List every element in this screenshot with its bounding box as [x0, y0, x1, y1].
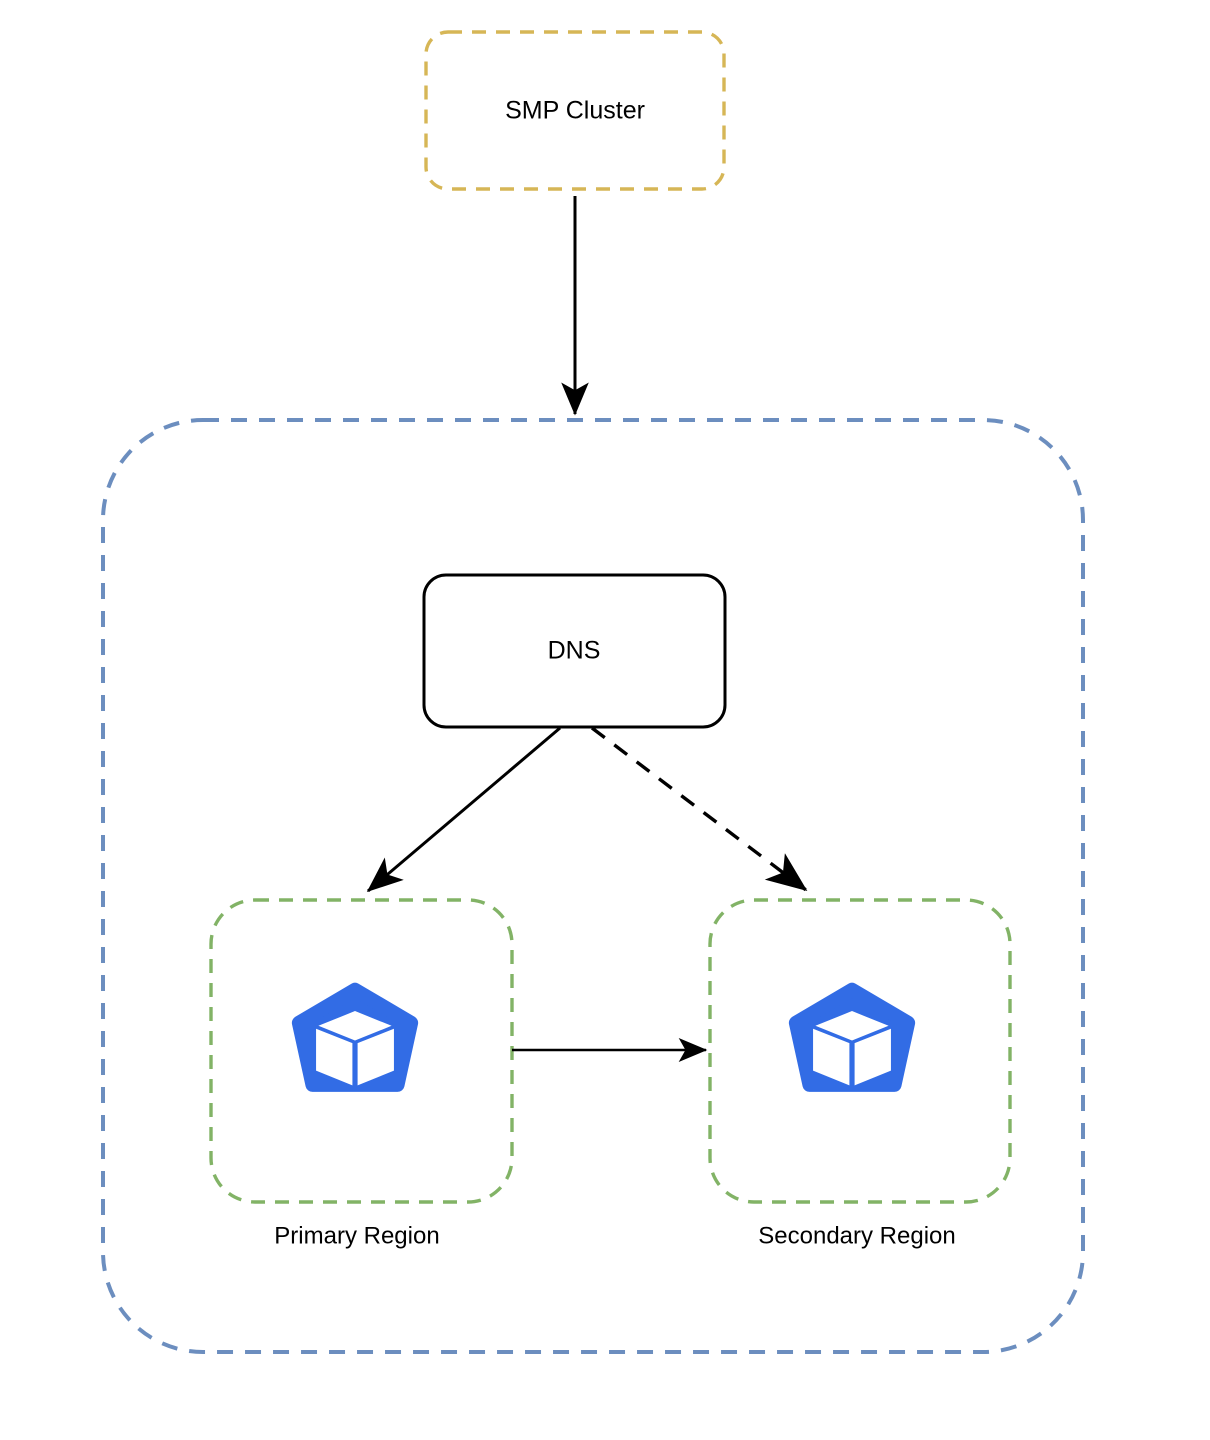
- edge-dns-to-secondary[interactable]: [590, 726, 808, 892]
- secondary-region-label: Secondary Region: [758, 1222, 955, 1249]
- smp-cluster-label: SMP Cluster: [505, 97, 645, 125]
- edge-dns-to-primary[interactable]: [366, 726, 561, 893]
- secondary-region-box[interactable]: [708, 898, 1012, 1204]
- outer-zone-container[interactable]: [101, 418, 1085, 1354]
- kubernetes-icon: [788, 982, 916, 1092]
- kubernetes-icon: [291, 982, 419, 1092]
- dns-label: DNS: [548, 637, 601, 665]
- primary-region-label: Primary Region: [274, 1222, 439, 1249]
- smp-cluster-box[interactable]: [424, 30, 726, 191]
- dns-box[interactable]: [422, 573, 727, 729]
